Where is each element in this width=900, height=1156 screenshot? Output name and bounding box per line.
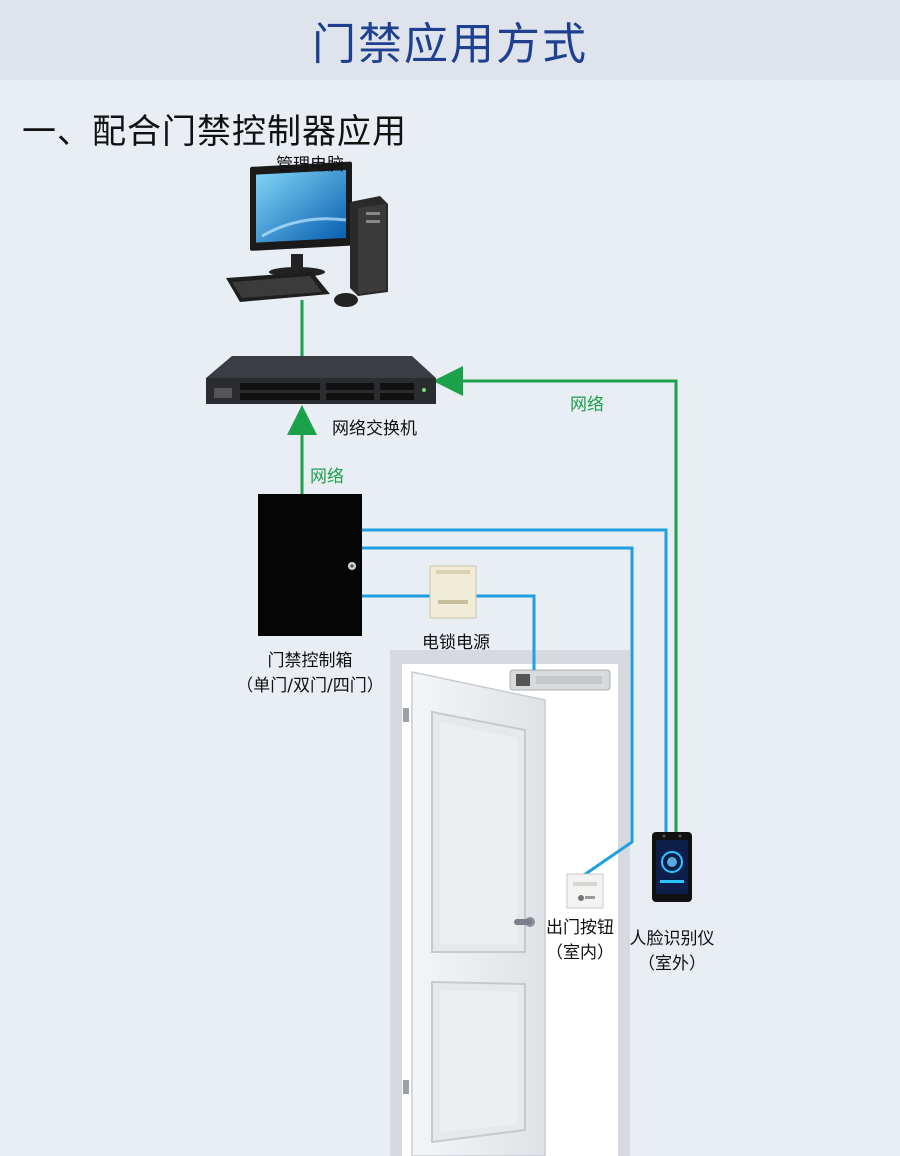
face-device-label-line1: 人脸识别仪: [629, 929, 715, 949]
section-title: 一、配合门禁控制器应用: [22, 112, 407, 152]
network-label-left: 网络: [310, 467, 344, 487]
exit-button-label-line1: 出门按钮: [546, 918, 614, 938]
magnetic-lock-icon: [509, 669, 611, 691]
exit-button-label: 出门按钮 （室内）: [542, 913, 618, 963]
controller-label-line2: （单门/双门/四门）: [236, 676, 384, 696]
exit-button-icon: [566, 873, 604, 909]
controller-label-line1: 门禁控制箱: [267, 651, 353, 671]
controller-label: 门禁控制箱 （单门/双门/四门）: [232, 646, 388, 696]
exit-button-label-line2: （室内）: [546, 943, 614, 963]
door: [390, 650, 630, 1156]
network-label-right: 网络: [570, 395, 604, 415]
access-control-box-icon: [258, 494, 362, 636]
face-recognition-terminal-icon: [652, 832, 692, 902]
page-title: 门禁应用方式: [312, 19, 588, 70]
switch-label: 网络交换机: [332, 419, 417, 439]
lock-power-supply-icon: [429, 565, 477, 619]
door-handle-icon: [514, 917, 535, 927]
face-device-label: 人脸识别仪 （室外）: [624, 924, 720, 974]
computer-icon: [226, 161, 388, 307]
face-device-label-line2: （室外）: [638, 954, 706, 974]
pc-label: 管理电脑: [276, 155, 344, 175]
network-switch-icon: [206, 356, 436, 404]
network-lines: [287, 300, 678, 835]
signal-lines: [362, 528, 668, 877]
page-header: 门禁应用方式: [0, 0, 900, 80]
power-supply-label: 电锁电源: [422, 633, 490, 653]
